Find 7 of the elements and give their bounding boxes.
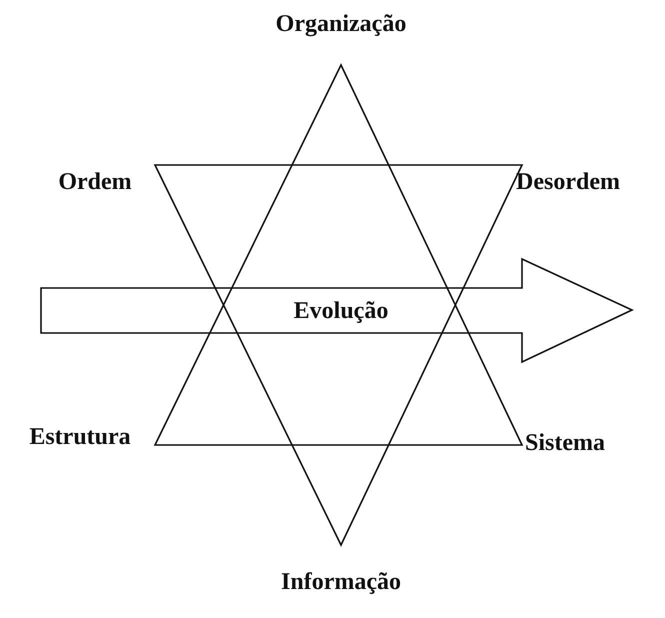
arrow-label: Evolução [294, 299, 388, 323]
vertex-label: Organização [276, 12, 406, 36]
vertex-label: Sistema [525, 431, 605, 455]
vertex-label: Desordem [516, 170, 620, 194]
vertex-label: Ordem [58, 170, 132, 194]
vertex-label: Estrutura [29, 425, 131, 449]
vertex-label: Informação [281, 570, 401, 594]
